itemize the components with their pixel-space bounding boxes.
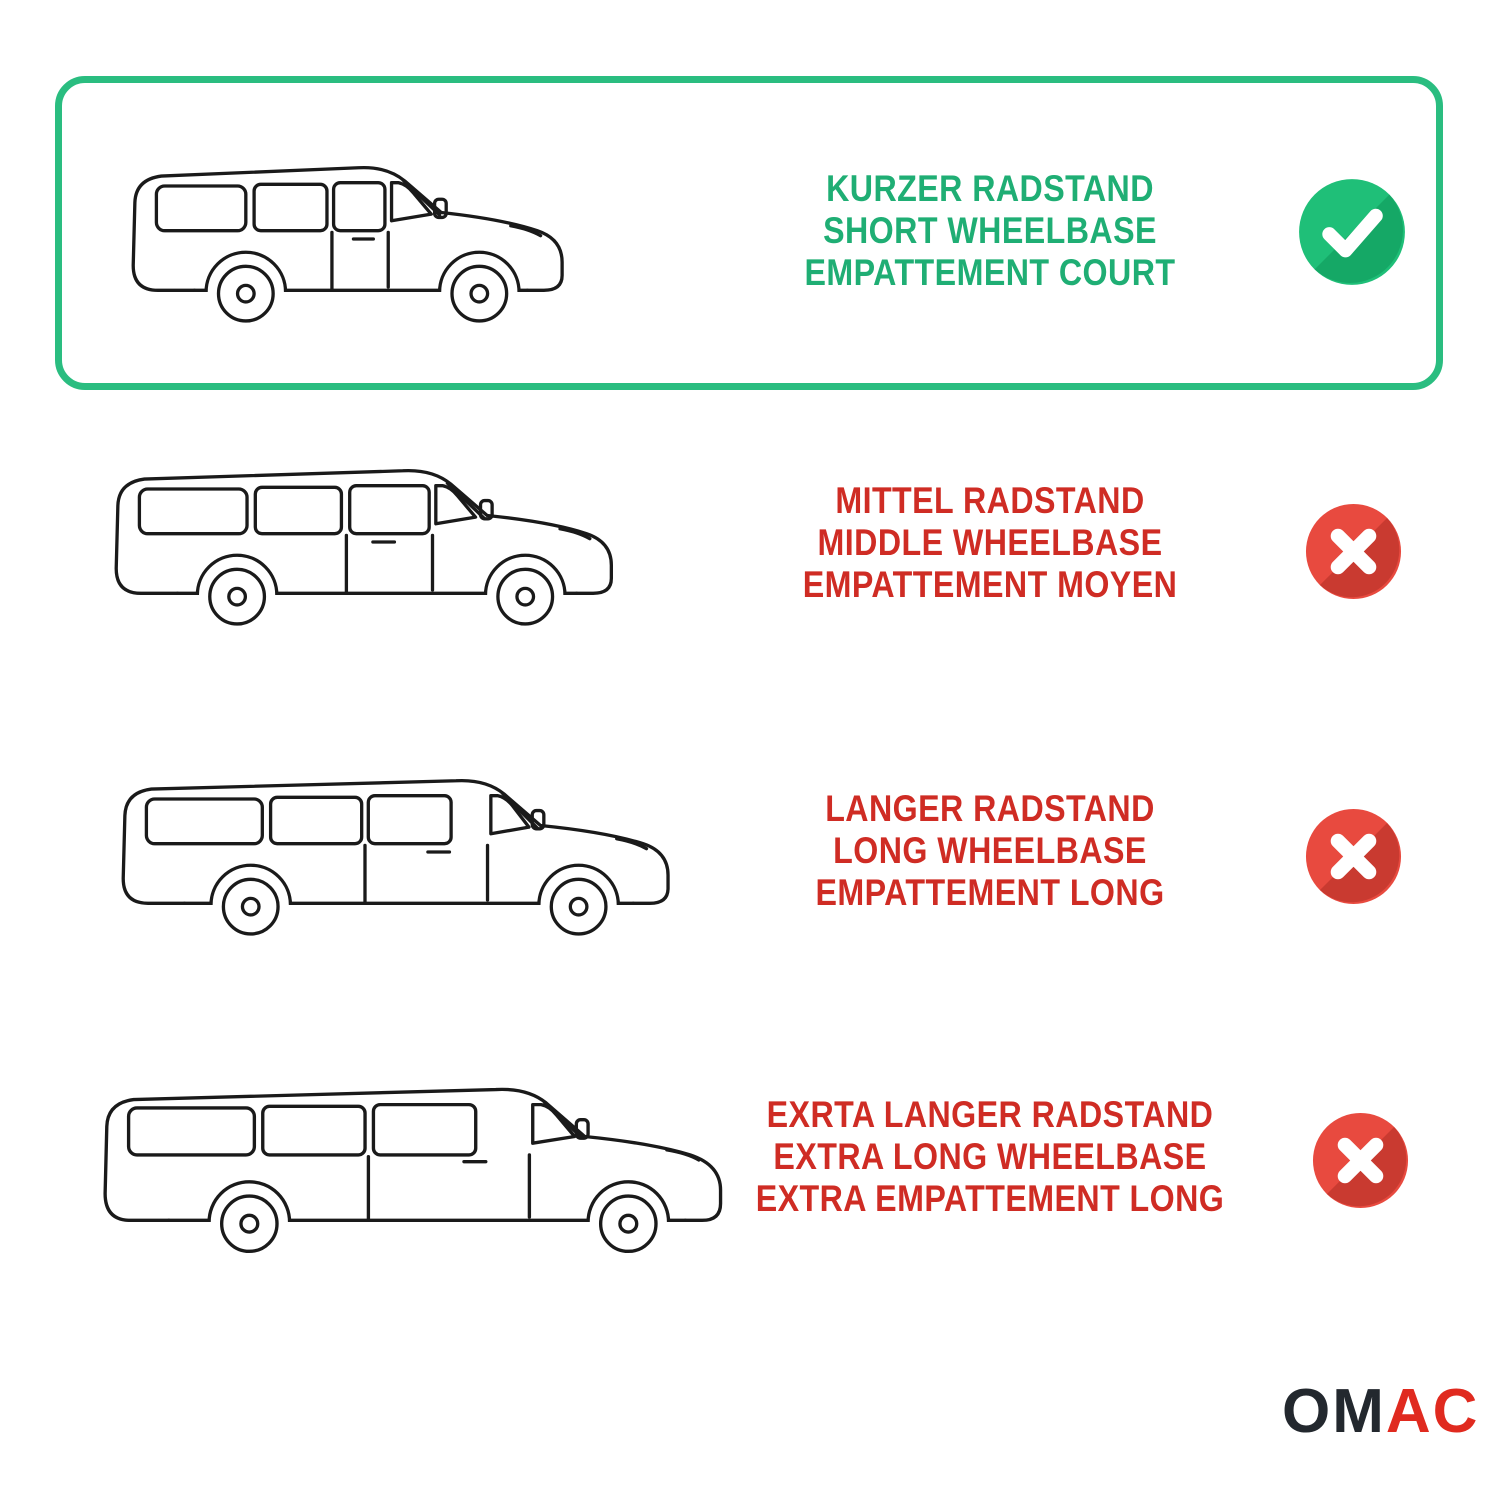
van-illustration-extra-long-wheelbase (85, 1056, 739, 1274)
van-short-drawing (131, 165, 564, 323)
label-short-wheelbase: KURZER RADSTAND SHORT WHEELBASE EMPATTEM… (764, 168, 1216, 294)
cross-icon (1305, 808, 1402, 905)
label-long-fr: EMPATTEMENT LONG (815, 872, 1165, 913)
label-middle-de: MITTEL RADSTAND (835, 480, 1145, 521)
omac-logo-red-part: AC (1385, 1377, 1480, 1446)
van-extra-long-drawing (103, 1087, 723, 1254)
label-short-en: SHORT WHEELBASE (823, 210, 1157, 251)
label-extra-long-fr: EXTRA EMPATTEMENT LONG (755, 1178, 1225, 1219)
label-short-fr: EMPATTEMENT COURT (804, 252, 1176, 293)
cross-icon (1312, 1112, 1409, 1209)
label-middle-en: MIDDLE WHEELBASE (817, 522, 1163, 563)
van-illustration-middle-wheelbase (98, 436, 628, 643)
label-long-en: LONG WHEELBASE (833, 830, 1147, 871)
label-middle-wheelbase: MITTEL RADSTAND MIDDLE WHEELBASE EMPATTE… (764, 480, 1216, 606)
label-extra-long-de: EXRTA LANGER RADSTAND (766, 1094, 1214, 1135)
van-illustration-short-wheelbase (115, 133, 579, 340)
van-long-drawing (121, 778, 670, 936)
selected-option-outline (55, 76, 1443, 390)
van-illustration-long-wheelbase (105, 746, 685, 953)
label-middle-fr: EMPATTEMENT MOYEN (802, 564, 1178, 605)
cross-icon (1305, 503, 1402, 600)
omac-logo: OMAC (1282, 1376, 1479, 1447)
label-extra-long-wheelbase: EXRTA LANGER RADSTAND EXTRA LONG WHEELBA… (738, 1094, 1243, 1220)
check-icon (1298, 178, 1406, 286)
van-middle-drawing (114, 468, 614, 626)
label-long-wheelbase: LANGER RADSTAND LONG WHEELBASE EMPATTEME… (764, 788, 1216, 914)
label-long-de: LANGER RADSTAND (825, 788, 1155, 829)
label-short-de: KURZER RADSTAND (826, 168, 1154, 209)
label-extra-long-en: EXTRA LONG WHEELBASE (773, 1136, 1207, 1177)
omac-logo-dark-part: OM (1282, 1377, 1386, 1446)
